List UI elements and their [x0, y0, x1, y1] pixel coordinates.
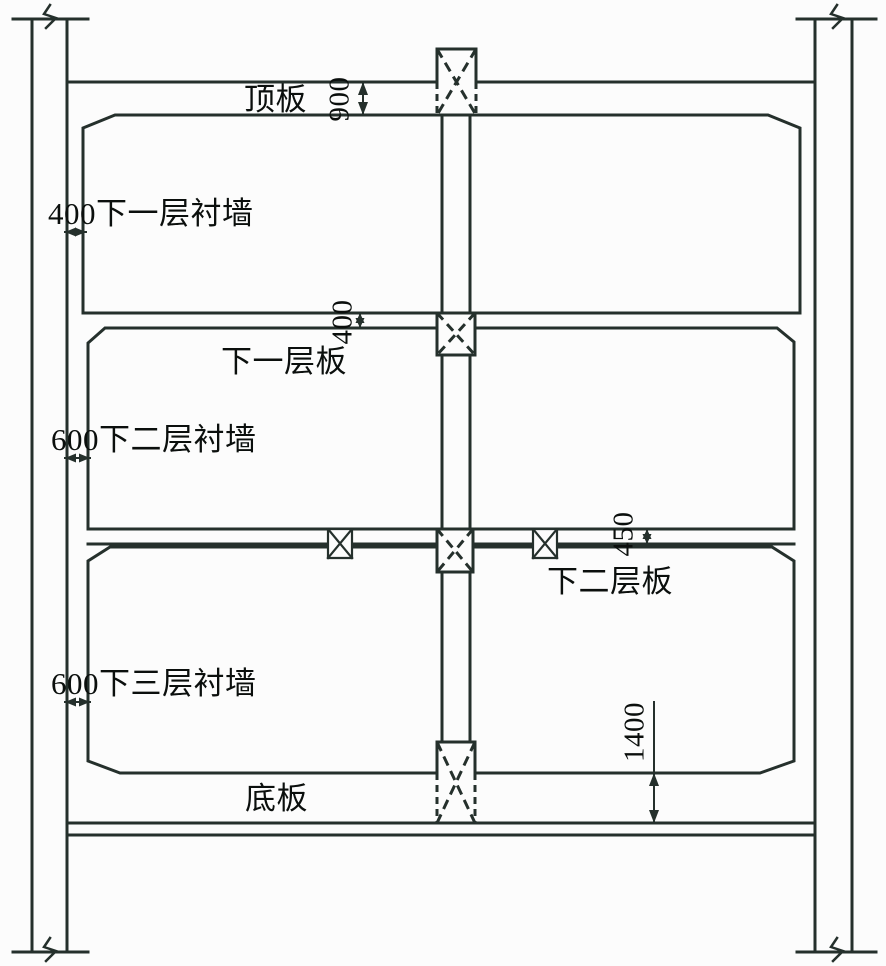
- dimension-top-slab-900: 900: [323, 76, 356, 122]
- label-bottom-slab: 底板: [245, 781, 308, 816]
- dimension-slab1-400: 400: [326, 299, 359, 345]
- dimension-slab2-450: 450: [607, 511, 640, 557]
- dimension-bottom-slab-1400: 1400: [618, 702, 651, 762]
- label-slab-1: 下一层板: [221, 344, 347, 379]
- label-slab-2: 下二层板: [547, 564, 673, 599]
- label-lining-wall-1: 400下一层衬墙: [48, 196, 254, 231]
- label-lining-wall-3: 600下三层衬墙: [51, 666, 257, 701]
- label-top-slab: 顶板: [244, 82, 307, 117]
- label-lining-wall-2: 600下二层衬墙: [51, 422, 257, 457]
